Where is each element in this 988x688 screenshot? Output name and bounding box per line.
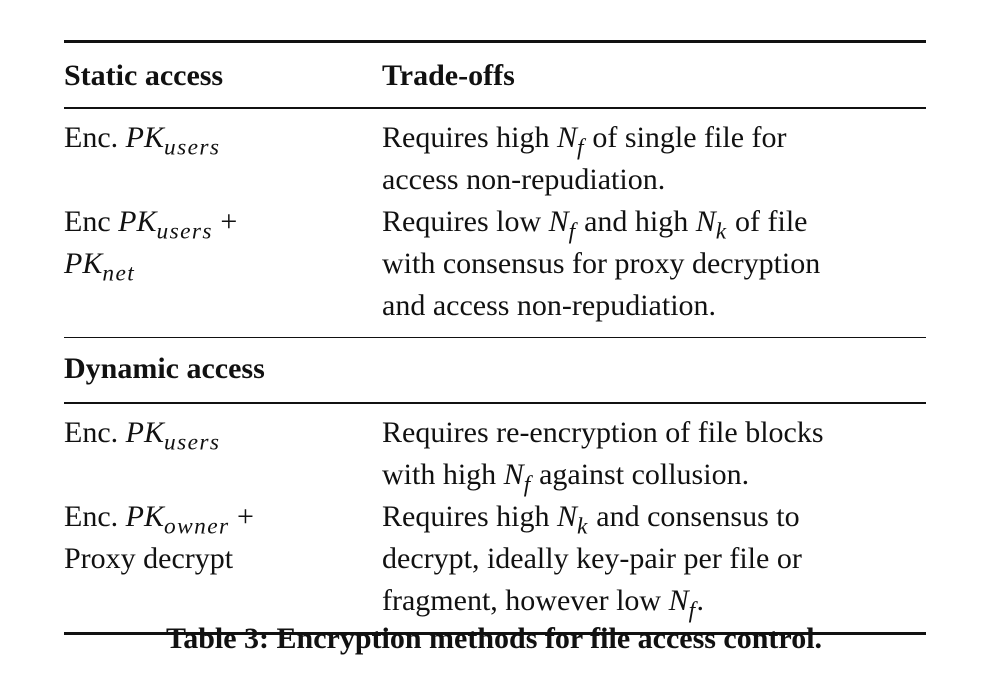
method-variable: PK xyxy=(125,120,164,154)
top-rule xyxy=(64,40,926,43)
trade-off-line: decrypt, ideally key-pair per file or xyxy=(382,541,802,575)
trade-off-line: with consensus for proxy decryption xyxy=(382,246,821,280)
table-caption: Table 3: Encryption methods for file acc… xyxy=(165,622,823,655)
section-rule xyxy=(64,336,926,338)
trade-off-line: Requires high Nk and consensus to xyxy=(382,499,800,539)
row-trade-off: Requires high Nk and consensus to decryp… xyxy=(382,496,926,622)
header-static-access: Static access xyxy=(64,59,224,92)
trade-off-line: access non-repudiation. xyxy=(382,162,666,196)
row-method: Enc PKusers + PKnet xyxy=(64,201,382,285)
method-line: Proxy decrypt xyxy=(64,541,234,575)
row-method: Enc. PKowner + Proxy decrypt xyxy=(64,496,382,580)
trade-off-line: and access non-repudiation. xyxy=(382,288,717,322)
table-row: Enc. PKowner + Proxy decrypt Requires hi… xyxy=(64,496,926,622)
trade-off-line: Requires low Nf and high Nk of file xyxy=(382,204,808,244)
row-trade-off: Requires low Nf and high Nk of file with… xyxy=(382,201,926,327)
section-header-rule xyxy=(64,402,926,404)
header-rule xyxy=(64,107,926,109)
method-line: PKnet xyxy=(64,246,136,286)
method-line: Enc. PKowner + xyxy=(64,499,254,539)
row-method: Enc. PKusers xyxy=(64,117,382,159)
trade-off-line: fragment, however low Nf. xyxy=(382,583,704,623)
table-row: Enc. PKusers Requires high Nf of single … xyxy=(64,117,926,201)
table-row: Enc PKusers + PKnet Requires low Nf and … xyxy=(64,201,926,327)
method-line: Enc PKusers + xyxy=(64,204,238,244)
trade-off-line: Requires re-encryption of file blocks xyxy=(382,415,824,449)
table-header-row: Static access Trade-offs xyxy=(64,43,926,107)
trade-off-line: with high Nf against collusion. xyxy=(382,457,750,497)
row-method: Enc. PKusers xyxy=(64,412,382,454)
trade-off-line: Requires high Nf of single file for xyxy=(382,120,787,160)
method-subscript: users xyxy=(163,133,221,160)
header-trade-offs: Trade-offs xyxy=(382,59,515,92)
encryption-methods-table: Static access Trade-offs Enc. PKusers Re… xyxy=(64,40,926,635)
table-row: Enc. PKusers Requires re-encryption of f… xyxy=(64,412,926,496)
static-access-block: Enc. PKusers Requires high Nf of single … xyxy=(64,109,926,337)
bottom-rule xyxy=(64,631,926,635)
row-trade-off: Requires high Nf of single file for acce… xyxy=(382,117,926,201)
method-prefix: Enc. xyxy=(64,120,126,154)
dynamic-access-block: Enc. PKusers Requires re-encryption of f… xyxy=(64,404,926,632)
section-dynamic-access: Dynamic access xyxy=(64,352,265,385)
method-line: Enc. PKusers xyxy=(64,415,221,455)
section-header-row: Dynamic access xyxy=(64,338,926,402)
row-trade-off: Requires re-encryption of file blocks wi… xyxy=(382,412,926,496)
